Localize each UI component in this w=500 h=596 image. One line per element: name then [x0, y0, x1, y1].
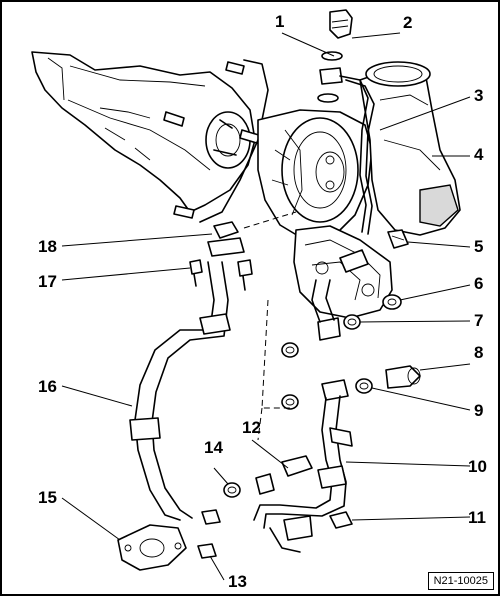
- callout-labels: 1 2 3 4 5 6 7 8 9 10 11 12 13 14 15 16 1…: [38, 12, 487, 591]
- oil-return-line: [117, 261, 231, 571]
- callout-8: 8: [474, 343, 483, 362]
- callout-12: 12: [242, 418, 261, 437]
- callout-5: 5: [474, 237, 483, 256]
- callout-9: 9: [474, 401, 483, 420]
- callout-10: 10: [468, 457, 487, 476]
- exhaust-manifold: [31, 51, 269, 223]
- gasket-18: [207, 221, 245, 257]
- callout-2: 2: [403, 13, 412, 32]
- bolt-5: [387, 229, 409, 249]
- reference-code: N21-10025: [427, 572, 494, 590]
- bolts-17: [189, 259, 253, 291]
- manifold-studs: [163, 61, 263, 219]
- callout-11: 11: [468, 508, 486, 527]
- callout-6: 6: [474, 274, 483, 293]
- coolant-pipe: [223, 379, 353, 553]
- coolant-seals: [281, 279, 421, 410]
- callout-15: 15: [38, 488, 57, 507]
- assembly-guide-lines: [243, 211, 297, 441]
- callout-18: 18: [38, 237, 57, 256]
- callout-16: 16: [38, 377, 57, 396]
- callout-4: 4: [474, 145, 484, 164]
- callout-7: 7: [474, 311, 483, 330]
- callout-13: 13: [228, 572, 247, 591]
- callout-1: 1: [275, 12, 284, 31]
- oil-supply-line: [317, 9, 375, 235]
- callout-14: 14: [204, 438, 223, 457]
- callout-3: 3: [474, 86, 483, 105]
- turbocharger: [257, 61, 461, 319]
- leader-lines: [61, 32, 471, 581]
- callout-17: 17: [38, 272, 57, 291]
